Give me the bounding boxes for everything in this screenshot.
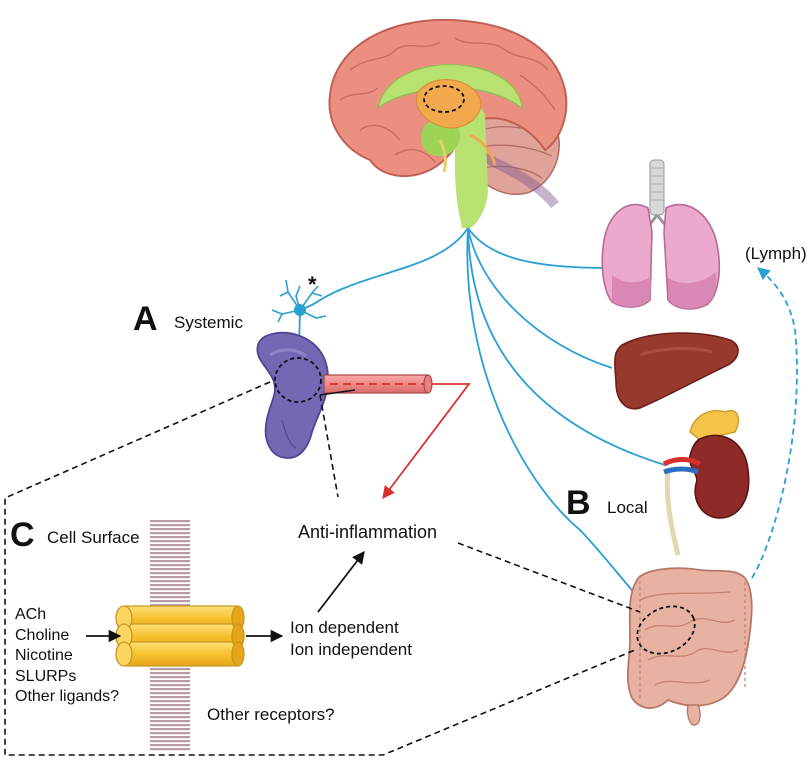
nerve-to-liver bbox=[467, 227, 613, 369]
nerve-to-lungs bbox=[467, 227, 609, 269]
panel-a-letter: A bbox=[133, 300, 158, 338]
ligand-label: ACh bbox=[15, 606, 47, 623]
anti-inflammation-label: Anti-inflammation bbox=[298, 522, 438, 542]
panel-c-title: Cell Surface bbox=[47, 528, 140, 547]
liver-illustration bbox=[614, 332, 739, 410]
ion-to-anti-inflammation-arrow bbox=[317, 551, 365, 613]
nerve-to-intestine bbox=[466, 227, 661, 623]
ion-independent-label: Ion independent bbox=[290, 640, 412, 659]
asterisk-mark: * bbox=[308, 272, 317, 297]
ligand-label: SLURPs bbox=[15, 668, 77, 685]
panel-c-border bbox=[4, 381, 636, 756]
ligand-label: Nicotine bbox=[15, 647, 73, 664]
ion-dependent-label: Ion dependent bbox=[290, 618, 399, 637]
panel-c-letter: C bbox=[10, 516, 35, 554]
panel-b-letter: B bbox=[566, 484, 591, 522]
ligand-label: Other ligands? bbox=[15, 688, 120, 705]
panel-a-title: Systemic bbox=[174, 313, 243, 332]
brain-illustration bbox=[328, 18, 568, 228]
brainstem bbox=[455, 103, 488, 228]
dashed-connectors bbox=[4, 381, 641, 756]
spleen-to-anti-inflammation bbox=[319, 394, 339, 498]
black-arrows bbox=[86, 551, 365, 643]
lungs-illustration bbox=[601, 159, 721, 310]
nerve-fibers bbox=[299, 227, 666, 623]
nerve-to-neuron bbox=[299, 227, 469, 311]
lymph-label: (Lymph) bbox=[745, 244, 807, 263]
dashed-circle-hypothalamus bbox=[423, 85, 465, 113]
spleen-illustration bbox=[256, 331, 329, 459]
kidney-illustration bbox=[662, 409, 750, 556]
receptor-illustration bbox=[115, 605, 245, 667]
nerve-to-kidney bbox=[467, 227, 666, 466]
intestine-illustration bbox=[626, 567, 753, 726]
panel-b-title: Local bbox=[607, 498, 648, 517]
other-receptors-label: Other receptors? bbox=[207, 705, 335, 724]
red-arrow-to-anti-inflammation bbox=[382, 383, 471, 500]
hypothalamus bbox=[415, 79, 482, 129]
vessel-tube bbox=[323, 374, 433, 394]
lymph-arrow bbox=[751, 267, 798, 579]
dashed-circle-spleen bbox=[274, 357, 322, 403]
dashed-circle-intestine bbox=[636, 605, 696, 655]
ligand-label: Choline bbox=[15, 627, 70, 644]
anti-inflammation-to-intestine bbox=[457, 542, 641, 613]
